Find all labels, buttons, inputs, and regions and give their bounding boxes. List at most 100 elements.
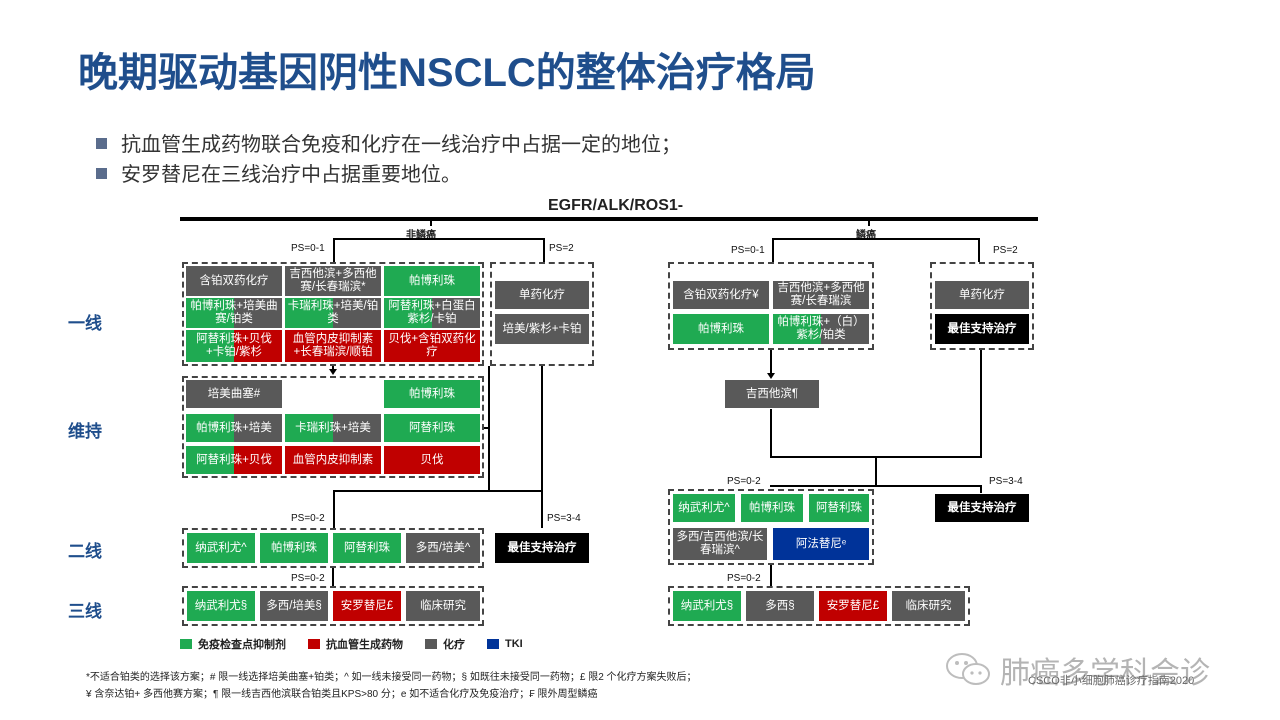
regimen-box: 吉西他滨¶ bbox=[724, 379, 820, 409]
regimen-box: 纳武利尤§ bbox=[672, 590, 742, 622]
source-note: CSCO非小细胞肺癌诊疗指南2020 bbox=[1028, 675, 1195, 687]
connector bbox=[541, 490, 543, 528]
connector bbox=[541, 366, 543, 491]
regimen-box: 帕博利珠 bbox=[383, 379, 481, 409]
connector bbox=[488, 366, 490, 491]
regimen-box: 纳武利尤^ bbox=[672, 493, 736, 523]
regimen-box: 贝伐 bbox=[383, 445, 481, 475]
regimen-box: 单药化疗 bbox=[934, 280, 1030, 310]
sq-first-line-group bbox=[668, 262, 874, 350]
regimen-box: 卡瑞利珠+培美/铂类 bbox=[284, 297, 382, 329]
connector bbox=[770, 350, 772, 374]
regimen-box: 培美曲塞# bbox=[185, 379, 283, 409]
wechat-icon bbox=[946, 653, 990, 685]
connector bbox=[332, 568, 334, 586]
connector bbox=[875, 456, 877, 486]
bullet-item: 安罗替尼在三线治疗中占据重要地位。 bbox=[96, 158, 461, 187]
legend-swatch bbox=[308, 639, 320, 649]
regimen-box: 单药化疗 bbox=[494, 280, 590, 310]
watermark-text: 肺癌多学科会诊 bbox=[1000, 657, 1210, 690]
regimen-box: 含铂双药化疗 bbox=[185, 265, 283, 297]
regimen-box: 阿替利珠+贝伐 bbox=[185, 445, 283, 475]
regimen-box: 含铂双药化疗¥ bbox=[672, 280, 770, 310]
row-label-maintenance: 维持 bbox=[68, 422, 102, 441]
regimen-box: 安罗替尼£ bbox=[332, 590, 402, 622]
connector bbox=[980, 485, 982, 493]
ps-label: PS=0-1 bbox=[291, 243, 325, 254]
ps-label: PS=0-2 bbox=[727, 573, 761, 584]
regimen-box: 帕博利珠 bbox=[672, 313, 770, 345]
regimen-box: 纳武利尤§ bbox=[186, 590, 256, 622]
regimen-box: 纳武利尤^ bbox=[186, 532, 256, 564]
regimen-box: 吉西他滨+多西他赛/长春瑞滨 bbox=[772, 280, 870, 310]
regimen-box: 最佳支持治疗 bbox=[494, 532, 590, 564]
ps-label: PS=3-4 bbox=[989, 476, 1023, 487]
nonsq-maintenance-group bbox=[182, 376, 484, 478]
regimen-box: 帕博利珠+培美 bbox=[185, 413, 283, 443]
page-title: 晚期驱动基因阴性NSCLC的整体治疗格局 bbox=[78, 51, 816, 95]
connector bbox=[980, 350, 982, 457]
regimen-box: 多西§ bbox=[745, 590, 815, 622]
regimen-box: 血管内皮抑制素 bbox=[284, 445, 382, 475]
arrow-down-icon bbox=[767, 373, 775, 379]
legend-item: 抗血管生成药物 bbox=[308, 636, 403, 652]
legend-swatch bbox=[487, 639, 499, 649]
regimen-box: 血管内皮抑制素+长春瑞滨/顺铂 bbox=[284, 329, 382, 363]
regimen-box: 阿替利珠 bbox=[383, 413, 481, 443]
branch-nonsq-label: 非鳞癌 bbox=[406, 226, 436, 241]
footnote: *不适合铂类的选择该方案；# 限一线选择培美曲塞+铂类；^ 如一线未接受同一药物… bbox=[86, 672, 697, 683]
arrow-down-icon bbox=[329, 369, 337, 375]
connector bbox=[543, 238, 545, 262]
legend-item: 化疗 bbox=[425, 636, 465, 652]
regimen-box: 阿替利珠+白蛋白紫杉/卡铂 bbox=[383, 297, 481, 329]
sq-second-line-group bbox=[668, 489, 874, 565]
regimen-box: 贝伐+含铂双药化疗 bbox=[383, 329, 481, 363]
connector bbox=[770, 409, 772, 457]
regimen-box: 多西/吉西他滨/长春瑞滨^ bbox=[672, 527, 768, 561]
watermark: 肺癌多学科会诊 bbox=[944, 648, 1210, 692]
ps-label: PS=3-4 bbox=[547, 513, 581, 524]
ps-label: PS=0-2 bbox=[291, 573, 325, 584]
nonsq-second-line-group bbox=[182, 528, 484, 568]
regimen-box: 帕博利珠+（白）紫杉/铂类 bbox=[772, 313, 870, 345]
regimen-box: 阿替利珠+贝伐+卡铂/紫杉 bbox=[185, 329, 283, 363]
regimen-box: 帕博利珠 bbox=[383, 265, 481, 297]
connector bbox=[332, 366, 334, 370]
regimen-box: 多西/培美§ bbox=[259, 590, 329, 622]
ps-label: PS=0-2 bbox=[291, 513, 325, 524]
connector bbox=[333, 238, 545, 240]
legend-swatch bbox=[180, 639, 192, 649]
bullet-square-icon bbox=[96, 168, 107, 179]
row-label-second-line: 二线 bbox=[68, 542, 102, 561]
ps-label: PS=2 bbox=[993, 245, 1018, 256]
sq-ps2-group bbox=[930, 262, 1034, 350]
legend-item: 免疫检查点抑制剂 bbox=[180, 636, 286, 652]
regimen-box: 临床研究 bbox=[405, 590, 481, 622]
regimen-box: 安罗替尼£ bbox=[818, 590, 888, 622]
sq-third-line-group bbox=[668, 586, 970, 626]
regimen-box: 最佳支持治疗 bbox=[934, 493, 1030, 523]
regimen-box: 培美/紫杉+卡铂 bbox=[494, 313, 590, 345]
connector bbox=[770, 485, 982, 487]
connector bbox=[770, 565, 772, 586]
nonsq-first-line-group bbox=[182, 262, 484, 366]
legend: 免疫检查点抑制剂 抗血管生成药物 化疗 TKI bbox=[180, 636, 523, 652]
connector bbox=[484, 427, 490, 429]
regimen-box: 帕博利珠+培美曲赛/铂类 bbox=[185, 297, 283, 329]
regimen-box: 临床研究 bbox=[891, 590, 966, 622]
connector bbox=[333, 490, 335, 528]
legend-item: TKI bbox=[487, 636, 523, 652]
row-label-third-line: 三线 bbox=[68, 602, 102, 621]
connector bbox=[772, 238, 980, 240]
regimen-box: 帕博利珠 bbox=[259, 532, 329, 564]
connector bbox=[978, 238, 980, 262]
regimen-box: 帕博利珠 bbox=[740, 493, 804, 523]
ps-label: PS=2 bbox=[549, 243, 574, 254]
regimen-box: 吉西他滨+多西他赛/长春瑞滨* bbox=[284, 265, 382, 297]
connector bbox=[772, 238, 774, 262]
ps-label: PS=0-2 bbox=[727, 476, 761, 487]
regimen-box: 阿法替尼ᵉ bbox=[772, 527, 870, 561]
nonsq-third-line-group bbox=[182, 586, 484, 626]
connector bbox=[333, 490, 543, 492]
regimen-box: 最佳支持治疗 bbox=[934, 313, 1030, 345]
